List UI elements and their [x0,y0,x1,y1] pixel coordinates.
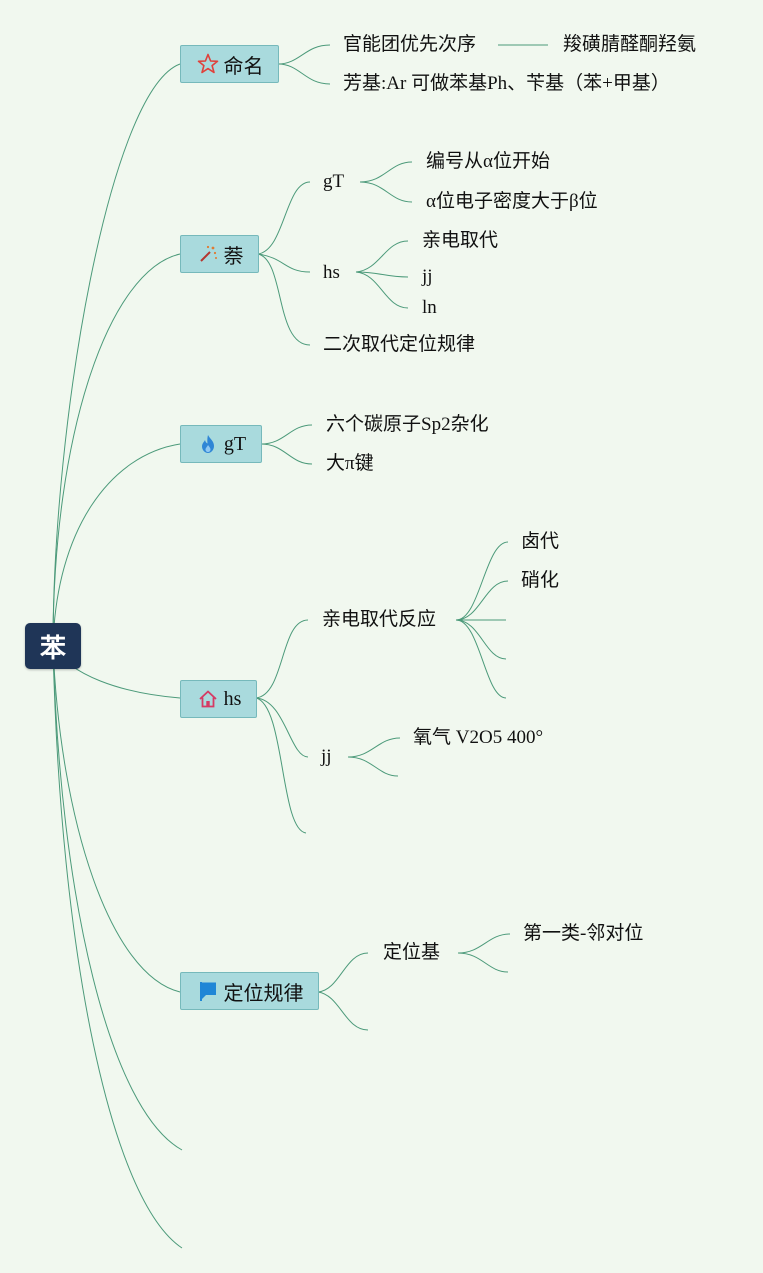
reaction-jj[interactable]: jj [321,746,332,767]
branch-reaction[interactable]: hs [180,680,257,718]
link-root-naphthalene [52,253,181,647]
link-electro-2 [455,580,509,621]
link-gt-item2 [359,181,413,203]
orientation-group[interactable]: 定位基 [383,942,441,963]
branch-naphthalene-label: 萘 [223,245,244,268]
group-item[interactable]: 第一类-邻对位 [523,923,644,944]
link-react-electro [255,619,309,699]
electrophilic-item[interactable]: 硝化 [521,570,560,591]
root-node[interactable]: 苯 [25,623,81,669]
naph-hs-item[interactable]: 亲电取代 [422,230,499,251]
electrophilic-item[interactable]: 卤代 [521,531,560,552]
link-jj-2 [347,756,399,777]
naming-priority-list[interactable]: 羧磺腈醛酮羟氨 [563,34,697,55]
star-icon [196,52,220,76]
naming-aryl[interactable]: 芳基:Ar 可做苯基Ph、苄基（苯+甲基） [343,73,670,94]
naph-gt[interactable]: gT [323,171,345,192]
naph-hs[interactable]: hs [323,262,340,283]
link-hs-item2 [355,271,409,278]
link-orient-empty [317,991,369,1031]
link-gt-item1 [359,161,413,183]
link-root-structure [52,443,181,647]
branch-reaction-label: hs [223,687,242,710]
link-electro-5 [455,619,507,699]
jj-item[interactable]: 氧气 V2O5 400° [413,727,544,748]
naph-hs-item[interactable]: jj [422,266,433,287]
link-root-empty-2 [52,645,183,1249]
structure-item[interactable]: 大π键 [326,453,374,474]
branch-naming[interactable]: 命名 [180,45,279,83]
branch-orientation-label: 定位规律 [223,982,304,1005]
link-naph-gt [257,181,311,255]
naph-rule[interactable]: 二次取代定位规律 [323,334,476,355]
link-root-empty-1 [52,645,183,1151]
naming-priority[interactable]: 官能团优先次序 [343,34,477,55]
link-group-1 [457,933,511,954]
flag-icon [196,979,220,1003]
naph-gt-item[interactable]: 编号从α位开始 [426,151,550,172]
home-icon [196,687,220,711]
link-jj-1 [347,737,401,758]
link-naming-aryl [277,63,331,85]
branch-naphthalene[interactable]: 萘 [180,235,259,273]
flame-icon [196,432,220,456]
link-naph-hs [257,253,311,273]
branch-structure[interactable]: gT [180,425,262,463]
link-hs-item1 [355,240,409,273]
link-naming-priority [277,44,331,65]
link-electro-1 [455,541,509,621]
link-struct-item1 [260,424,313,445]
link-root-naming [52,63,181,647]
link-root-orientation [52,645,181,993]
branch-structure-label: gT [223,432,247,455]
link-electro-4 [455,619,507,660]
naph-hs-item[interactable]: ln [422,297,437,318]
link-hs-item3 [355,271,409,309]
link-orient-group [317,952,369,993]
link-react-empty [255,697,307,834]
link-naph-rule [257,253,311,346]
reaction-electrophilic[interactable]: 亲电取代反应 [322,609,437,630]
structure-item[interactable]: 六个碳原子Sp2杂化 [326,414,489,435]
magic-wand-icon [196,242,220,266]
naph-gt-item[interactable]: α位电子密度大于β位 [426,191,598,212]
branch-orientation[interactable]: 定位规律 [180,972,319,1010]
link-react-jj [255,697,309,758]
link-struct-item2 [260,443,313,465]
link-group-2 [457,952,509,973]
branch-naming-label: 命名 [223,55,264,78]
